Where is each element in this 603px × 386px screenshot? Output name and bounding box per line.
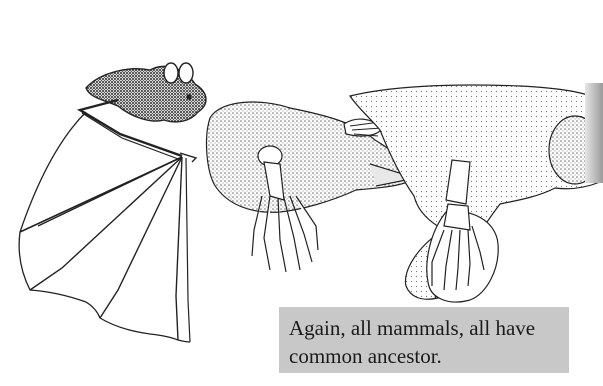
bat-finger xyxy=(100,157,182,318)
manatee-figure xyxy=(350,85,601,302)
bat-eye xyxy=(187,95,191,99)
bat-finger xyxy=(38,157,182,226)
bat-wing-membrane xyxy=(19,112,190,342)
bat-ear xyxy=(179,63,193,83)
caption-box: Again, all mammals, all have common ance… xyxy=(279,307,569,373)
bat-ear xyxy=(164,63,178,83)
bat-figure xyxy=(19,63,206,342)
bat-finger xyxy=(176,157,182,340)
caption-text: Again, all mammals, all have common ance… xyxy=(289,314,559,370)
photo-edge-shade xyxy=(585,83,603,183)
bat-finger xyxy=(30,157,182,290)
bat-finger xyxy=(186,158,190,342)
